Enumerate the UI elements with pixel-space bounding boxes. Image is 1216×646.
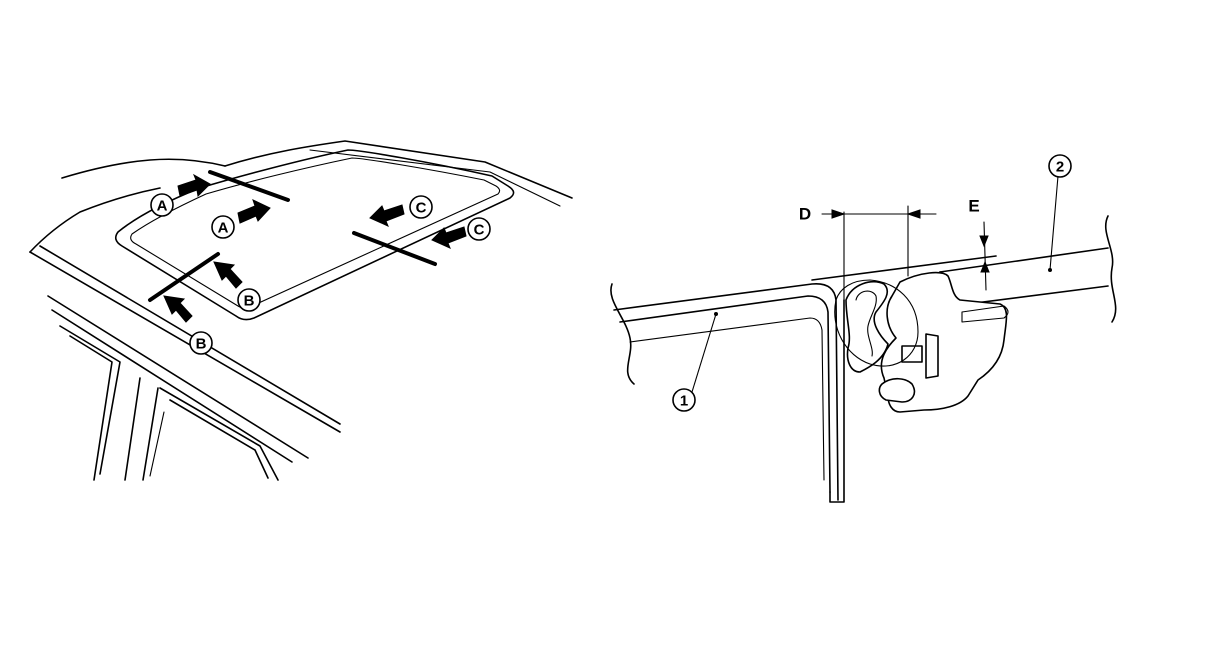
seal-lip-outer [845,280,889,373]
drip-rail-inner [39,245,341,425]
roof-panel-top-edge-inner [309,149,561,207]
door-frame-outer [59,325,121,475]
dim-e-arrow-bottom [980,260,990,273]
arrow-c-1 [369,204,405,227]
part-1-leader [691,313,717,393]
b-pillar-right [142,387,159,481]
glass-channel [961,305,1009,323]
seal-contact-circle [834,279,919,367]
sunroof-opening-inner [130,157,501,309]
callout-b-2-label: B [196,336,207,353]
callout-c-1: C [409,195,433,219]
seal-bulb [855,290,877,357]
part-2-label: 2 [1056,159,1064,176]
callout-b-1-label: B [244,293,255,310]
roof-panel-outer [613,283,839,501]
callout-a-2-label: A [218,220,229,237]
section-line-a-2 [148,252,220,302]
section-line-c [352,231,437,266]
section-line-a-1 [208,170,290,202]
roof-panel-top-edge [224,140,573,199]
callout-b-1: B [237,288,261,312]
roof-perspective-view: A A B B C C [29,140,573,481]
roof-flange-bottom [829,299,845,503]
roof-top-line [811,255,997,281]
part-2-leader [1049,175,1059,271]
rear-door-window-line [149,411,165,477]
seal-clip [925,333,939,379]
b-pillar-left [124,377,141,481]
seal-foot [878,377,916,403]
roof-panel-inner-1 [619,295,831,493]
callout-c-1-label: C [416,200,427,217]
roof-panel-inner-2 [629,317,825,481]
callout-a-1-label: A [157,198,168,215]
rear-door-frame [159,387,279,481]
cross-section-view: D E 1 2 [610,154,1117,503]
dim-d-label: D [799,205,811,224]
callout-c-2-label: C [474,222,485,239]
body-side-line-upper [47,295,309,459]
dim-d-arrow-left [831,209,846,219]
callout-a-2: A [211,215,235,239]
door-frame-inner [69,335,113,481]
part-2-leader-dot [1048,268,1052,272]
arrow-b-1 [213,261,243,289]
callout-b-2: B [189,331,213,355]
callout-c-2: C [467,217,491,241]
arrow-a-1 [177,173,211,198]
body-side-line-lower [51,309,293,463]
part-1-leader-dot [714,312,718,316]
dim-e-line [983,221,987,291]
glass-top-edge [939,247,1109,273]
break-line-right [1105,215,1117,323]
roof-front-edge [61,158,226,179]
dim-d-arrow-right [906,209,921,219]
drip-rail-outer [29,251,341,433]
break-line-left [610,283,635,385]
part-1-label: 1 [680,393,688,410]
dim-e-label: E [968,197,979,216]
roof-side-curve [29,187,161,253]
arrow-a-2 [237,199,271,224]
part-2-callout: 2 [1048,154,1072,178]
dim-e-arrow-top [979,235,989,248]
arrow-b-2 [163,295,193,323]
arrow-c-2 [431,226,467,249]
callout-a-1: A [150,193,174,217]
part-1-callout: 1 [672,388,696,412]
rear-door-frame-inner [169,399,269,479]
